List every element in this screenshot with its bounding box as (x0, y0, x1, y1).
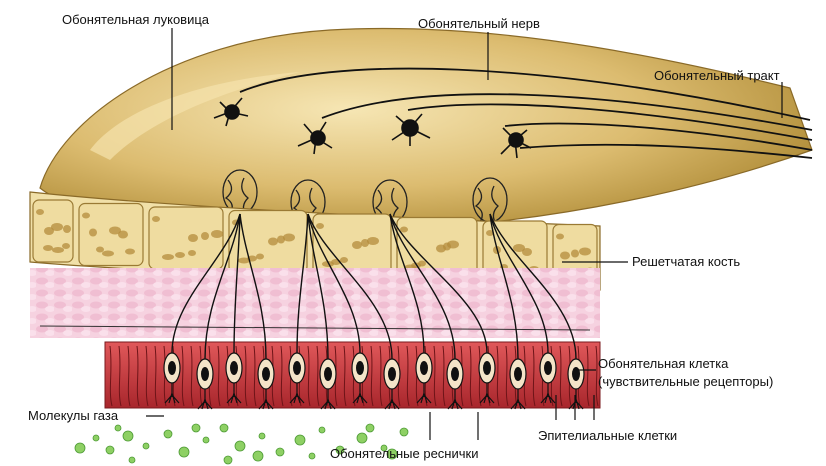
bone-pore (513, 244, 525, 252)
bone-pore (201, 232, 209, 240)
bone-pore (109, 227, 121, 235)
gas-molecule (235, 441, 245, 451)
bone-pore (571, 250, 579, 258)
bone-pore (63, 225, 71, 233)
gas-molecule (309, 453, 315, 459)
receptor-nucleus (293, 361, 301, 375)
bone-pore (560, 252, 570, 260)
gas-molecule (143, 443, 149, 449)
label-olfactory-tract: Обонятельный тракт (654, 68, 780, 84)
gas-molecule (366, 424, 374, 432)
bone-pore (96, 247, 104, 253)
bone-pore (352, 241, 362, 249)
receptor-nucleus (324, 367, 332, 381)
gas-molecule (276, 448, 284, 456)
bone-pore (447, 241, 459, 249)
bone-block (149, 207, 223, 269)
receptor-nucleus (483, 361, 491, 375)
bone-pore (188, 250, 196, 256)
gas-molecule (400, 428, 408, 436)
receptor-nucleus (420, 361, 428, 375)
label-olfactory-cell: Обонятельная клетка (598, 356, 728, 372)
bone-block (79, 204, 143, 266)
bone-pore (62, 243, 70, 249)
bone-pore (51, 223, 63, 231)
gas-molecule (357, 433, 367, 443)
label-olfactory-nerve: Обонятельный нерв (418, 16, 540, 32)
receptor-nucleus (388, 367, 396, 381)
label-olfactory-bulb: Обонятельная луковица (62, 12, 209, 28)
gas-molecule (224, 456, 232, 464)
bone-pore (152, 216, 160, 222)
bone-pore (102, 251, 114, 257)
gas-molecule (164, 430, 172, 438)
bone-pore (162, 254, 174, 260)
bone-pore (125, 249, 135, 255)
gas-molecule (129, 457, 135, 463)
bone-pore (556, 234, 564, 240)
bone-pore (82, 213, 90, 219)
gas-molecule (75, 443, 85, 453)
gas-molecule (295, 435, 305, 445)
bone-pore (211, 230, 223, 238)
bone-pore (418, 261, 426, 267)
bone-pore (283, 234, 295, 242)
bone-pore (256, 254, 264, 260)
gas-molecule (106, 446, 114, 454)
receptor-nucleus (572, 367, 580, 381)
receptor-nucleus (451, 367, 459, 381)
receptor-nucleus (262, 367, 270, 381)
gas-molecule (220, 424, 228, 432)
receptor-nucleus (544, 361, 552, 375)
label-gas-molecules: Молекулы газа (28, 408, 118, 424)
bone-pore (400, 227, 408, 233)
receptor-nucleus (356, 361, 364, 375)
bone-pore (367, 237, 379, 245)
bone-pore (36, 209, 44, 215)
label-olfactory-cilia: Обонятельные реснички (330, 446, 478, 462)
gas-molecule (93, 435, 99, 441)
bone-pore (188, 234, 198, 242)
gas-molecule (179, 447, 189, 457)
gas-molecule (259, 433, 265, 439)
bone-pore (340, 257, 348, 263)
bone-pore (89, 229, 97, 237)
gas-molecule (192, 424, 200, 432)
bone-pore (268, 238, 278, 246)
bone-pore (175, 252, 185, 258)
bone-pore (43, 245, 53, 251)
bone-pore (52, 247, 64, 253)
label-receptors: (чувствительные рецепторы) (598, 374, 773, 390)
gas-molecule (115, 425, 121, 431)
gas-molecule (253, 451, 263, 461)
gas-molecule (203, 437, 209, 443)
label-cribriform-bone: Решетчатая кость (632, 254, 740, 270)
receptor-nucleus (168, 361, 176, 375)
bone-pore (579, 248, 591, 256)
receptor-nucleus (230, 361, 238, 375)
bone-pore (316, 223, 324, 229)
gas-molecule (319, 427, 325, 433)
receptor-nucleus (201, 367, 209, 381)
label-epithelial-cells: Эпителиальные клетки (538, 428, 677, 444)
olfactory-bulb (40, 28, 812, 230)
gas-molecule (123, 431, 133, 441)
receptor-nucleus (514, 367, 522, 381)
